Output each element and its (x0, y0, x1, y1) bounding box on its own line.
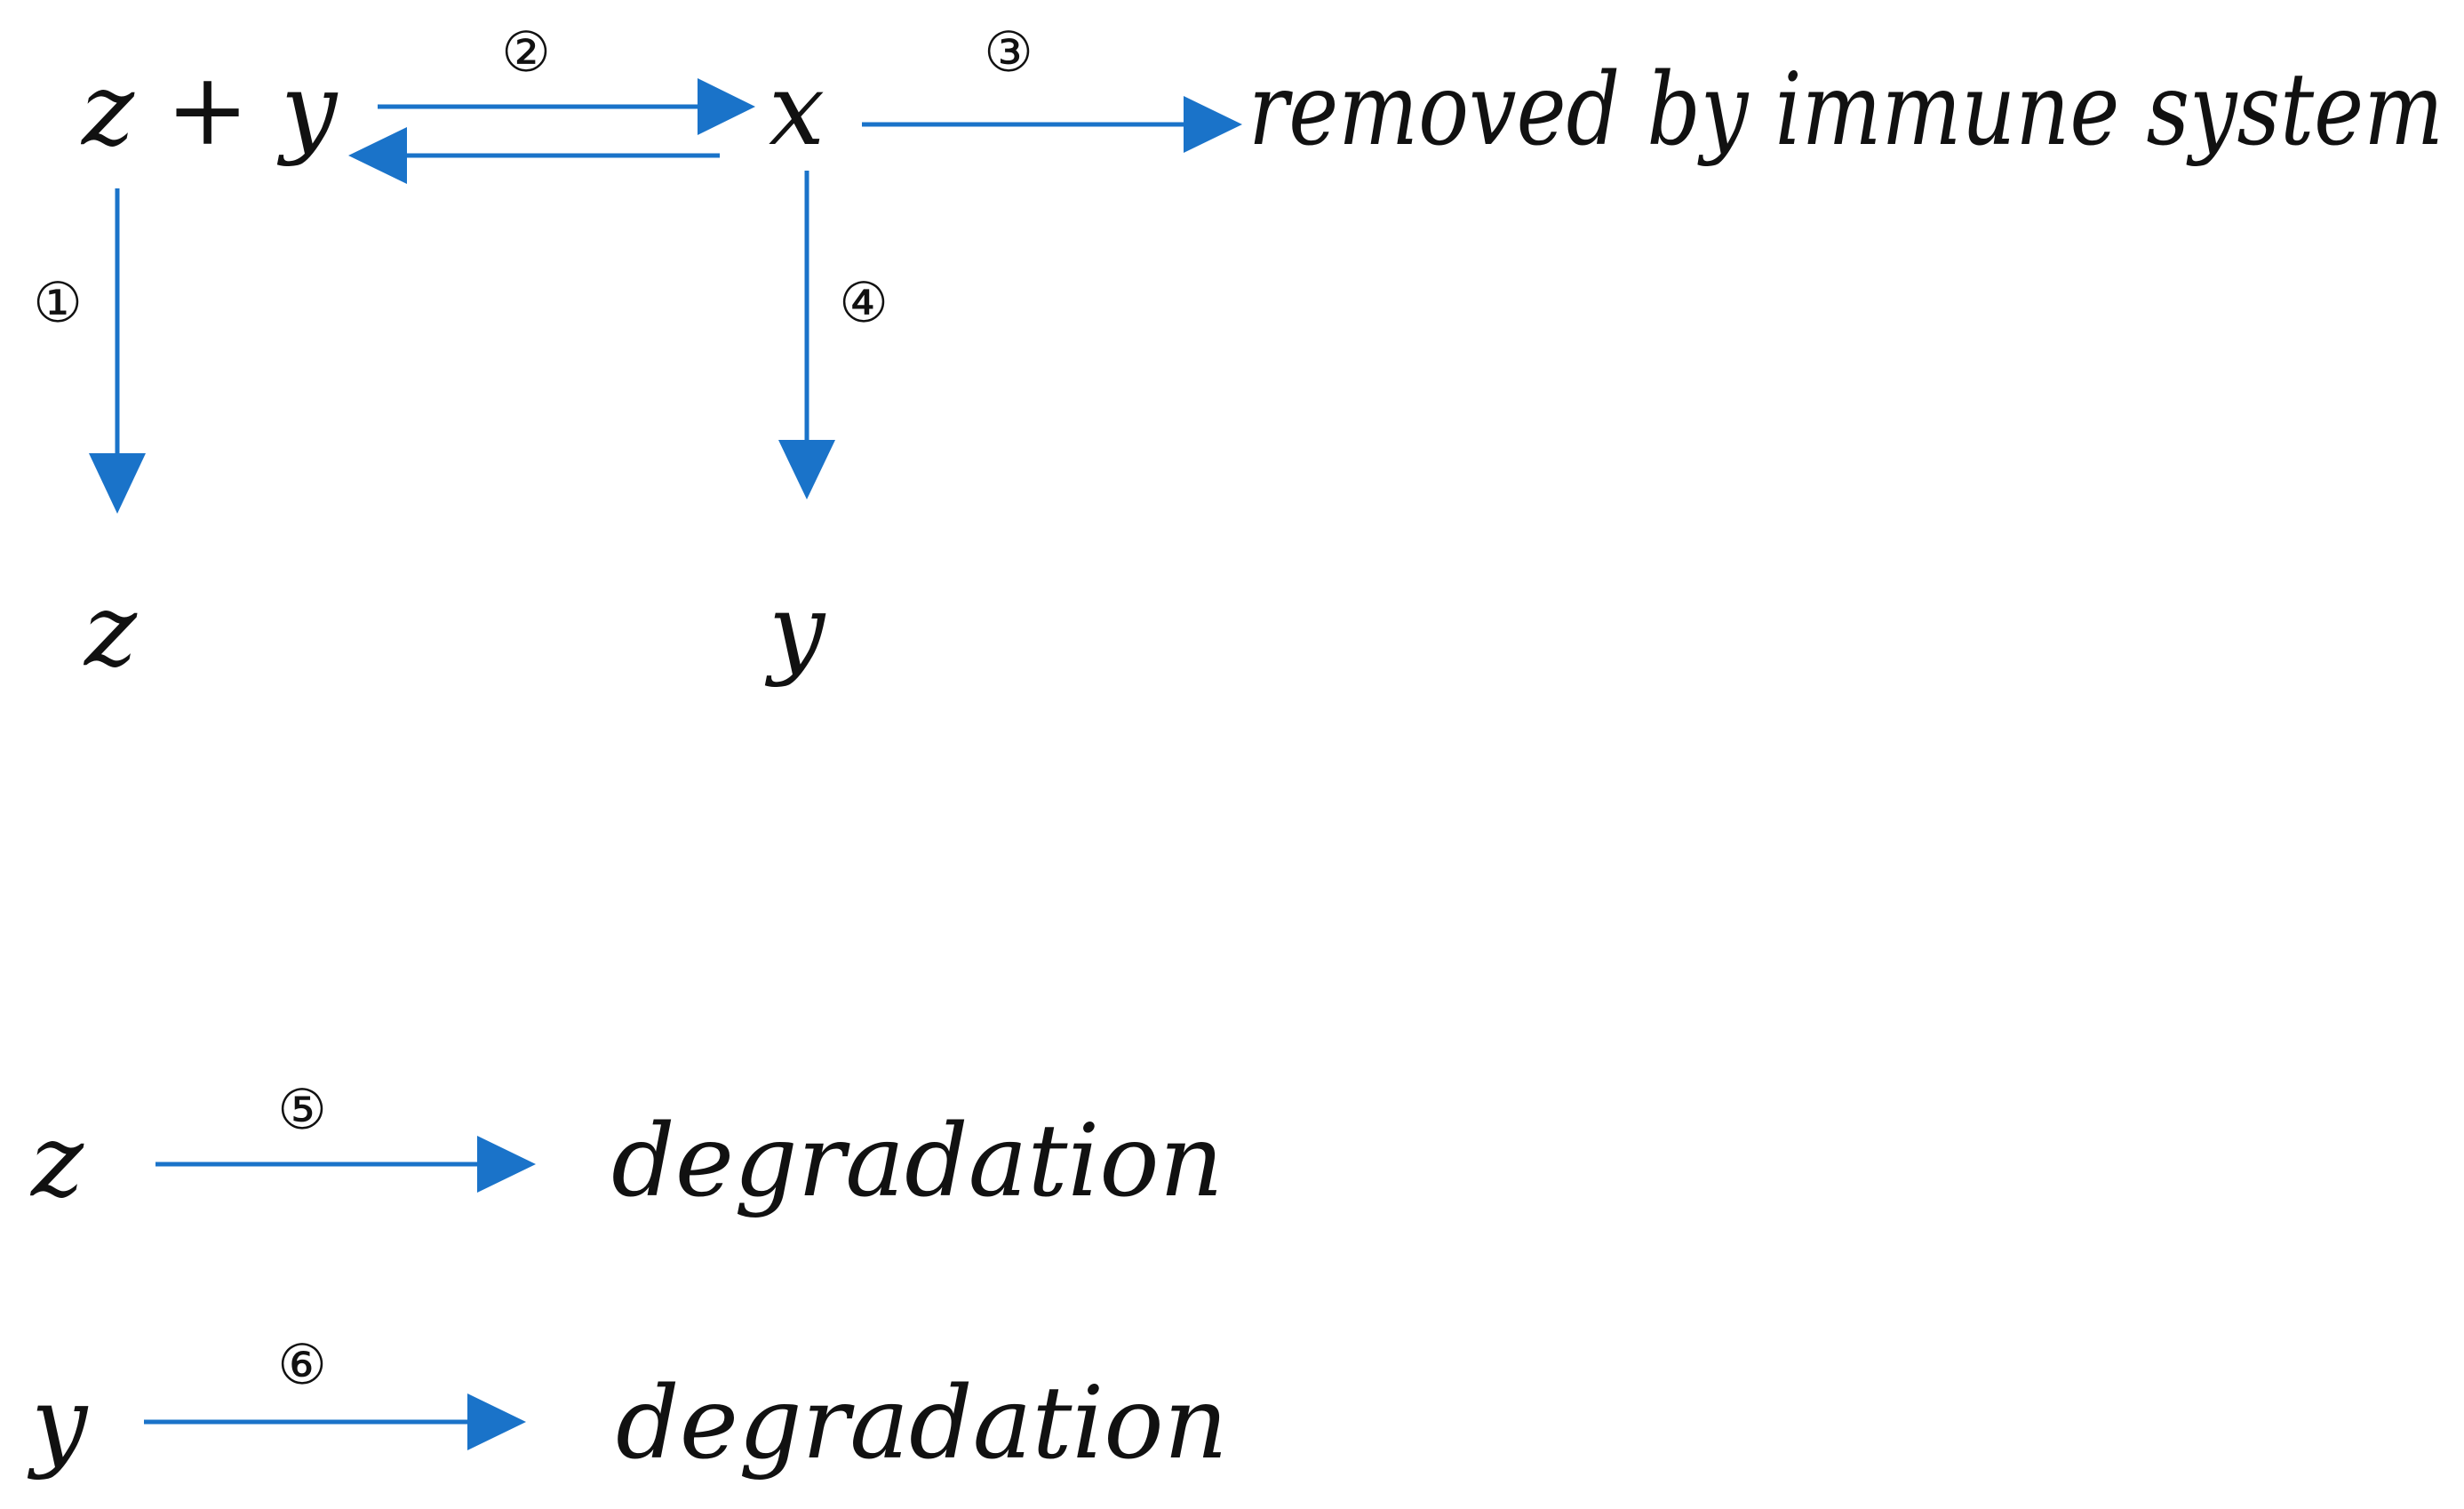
arrow-step-3 (862, 96, 1242, 153)
arrow-step-5 (155, 1136, 536, 1193)
step-label-3: ③ (984, 20, 1033, 84)
step-label-1: ① (33, 270, 83, 335)
outcome-degradation-z: degradation (611, 1104, 1224, 1219)
reversible-arrow-backward (348, 127, 720, 184)
arrow-step-4 (778, 171, 835, 499)
reversible-arrow-forward (378, 78, 755, 135)
step-label-5: ⑤ (277, 1077, 327, 1142)
arrow-step-6 (144, 1393, 526, 1450)
outcome-removed-by-immune-system: removed by immune system (1248, 52, 2444, 168)
degrading-species-z: z (29, 1104, 84, 1219)
step-label-6: ⑥ (277, 1332, 327, 1397)
species-x: x (769, 52, 825, 168)
product-z: z (83, 573, 138, 689)
step-label-2: ② (501, 20, 551, 84)
product-y: y (764, 573, 826, 689)
step-label-4: ④ (839, 270, 889, 335)
degrading-species-y: y (27, 1366, 89, 1481)
outcome-degradation-y: degradation (616, 1366, 1228, 1481)
arrow-step-1 (89, 188, 146, 514)
reactants-z-plus-y: z + y (80, 52, 339, 168)
